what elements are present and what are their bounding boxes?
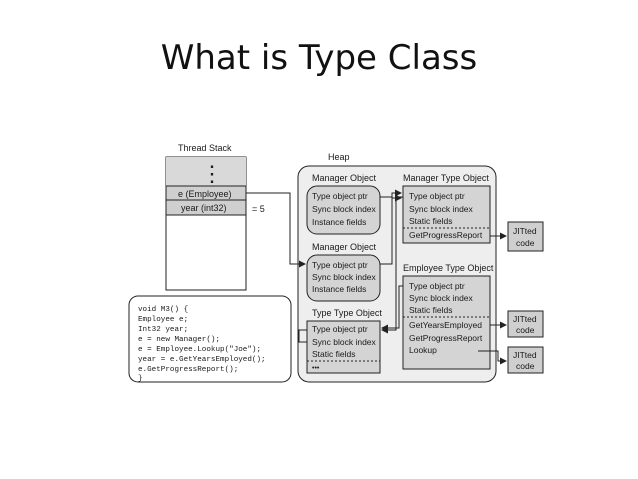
year-value: = 5 bbox=[252, 204, 265, 214]
jitted-code-label: code bbox=[516, 361, 535, 371]
manager-type-object-field: Sync block index bbox=[409, 204, 474, 214]
manager-object-2 bbox=[306, 254, 381, 302]
jitted-code-box bbox=[507, 310, 544, 338]
manager-type-object bbox=[402, 185, 491, 244]
code-line: e = Employee.Lookup("Joe"); bbox=[138, 346, 261, 354]
heap-label: Heap bbox=[328, 152, 350, 162]
manager-object-2-field: Type object ptr bbox=[312, 260, 368, 270]
arrow-lookup-jitted bbox=[478, 350, 507, 365]
code-line: Employee e; bbox=[138, 316, 188, 324]
type-type-object-ellipsis: ••• bbox=[312, 365, 320, 372]
jitted-code-label: code bbox=[516, 238, 535, 248]
employee-type-object-method: GetProgressReport bbox=[409, 333, 483, 343]
type-type-object-field: Static fields bbox=[312, 349, 355, 359]
manager-object-1-field: Instance fields bbox=[312, 217, 366, 227]
arrow-manager-object-1-to-type bbox=[380, 189, 402, 198]
type-type-object-label: Type Type Object bbox=[312, 308, 382, 318]
jitted-code-label: code bbox=[516, 325, 535, 335]
manager-object-2-field: Instance fields bbox=[312, 284, 366, 294]
employee-type-object bbox=[402, 275, 491, 370]
manager-object-1-field: Type object ptr bbox=[312, 191, 368, 201]
manager-object-2-label: Manager Object bbox=[312, 242, 377, 252]
manager-object-1-field: Sync block index bbox=[312, 204, 377, 214]
stack-slot-year-label: year (int32) bbox=[181, 203, 227, 213]
arrow-type-type-self bbox=[298, 329, 307, 343]
jitted-code-label: JITted bbox=[513, 226, 537, 236]
arrow-manager-type-to-type-type bbox=[381, 196, 403, 334]
jitted-code-label: JITted bbox=[513, 314, 537, 324]
manager-object-1-label: Manager Object bbox=[312, 173, 377, 183]
employee-type-object-field: Type object ptr bbox=[409, 281, 465, 291]
code-line: void M3() { bbox=[138, 306, 188, 314]
jitted-code-label: JITted bbox=[513, 350, 537, 360]
jitted-code-box bbox=[507, 221, 544, 252]
code-line: Int32 year; bbox=[138, 326, 188, 334]
arrow-employee-type-to-type-type bbox=[381, 285, 403, 332]
employee-type-object-method: Lookup bbox=[409, 345, 437, 355]
type-type-object-field: Type object ptr bbox=[312, 324, 368, 334]
stack-slot-employee-label: e (Employee) bbox=[178, 189, 232, 199]
type-type-object bbox=[306, 320, 381, 374]
manager-type-object-label: Manager Type Object bbox=[403, 173, 489, 183]
manager-type-object-field: Static fields bbox=[409, 216, 452, 226]
code-line: year = e.GetYearsEmployed(); bbox=[138, 356, 266, 364]
stack-dots: ⋮ bbox=[201, 161, 223, 186]
manager-object-2-field: Sync block index bbox=[312, 272, 377, 282]
employee-type-object-label: Employee Type Object bbox=[403, 263, 494, 273]
manager-object-1 bbox=[306, 185, 381, 235]
arrow-e-to-manager-object bbox=[246, 192, 306, 268]
code-line: e.GetProgressReport(); bbox=[138, 366, 238, 374]
employee-type-object-field: Static fields bbox=[409, 305, 452, 315]
thread-stack: ⋮ e (Employee) year (int32) bbox=[165, 156, 247, 291]
code-line: e = new Manager(); bbox=[138, 336, 220, 344]
thread-stack-label: Thread Stack bbox=[178, 143, 232, 153]
manager-type-object-method: GetProgressReport bbox=[409, 230, 483, 240]
code-box bbox=[128, 295, 292, 383]
manager-type-object-field: Type object ptr bbox=[409, 191, 465, 201]
employee-type-object-method: GetYearsEmployed bbox=[409, 320, 482, 330]
slide-title: What is Type Class bbox=[160, 38, 478, 78]
employee-type-object-field: Sync block index bbox=[409, 293, 474, 303]
type-type-object-field: Sync block index bbox=[312, 337, 377, 347]
jitted-code-box bbox=[507, 346, 544, 374]
code-line: } bbox=[138, 375, 143, 383]
